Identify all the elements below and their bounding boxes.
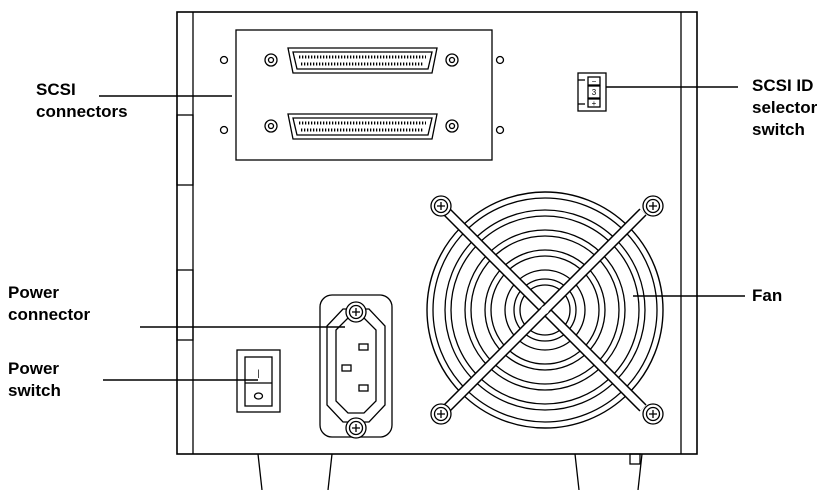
label-power-connector: Power connector — [8, 282, 90, 326]
label-scsi-id-line-1: SCSI ID — [752, 76, 814, 95]
scsi-connector-bottom — [264, 113, 459, 140]
scsi-id-plus-glyph: + — [592, 99, 597, 108]
label-fan-text: Fan — [752, 286, 783, 305]
scsi-id-value: 3 — [592, 88, 597, 97]
label-power-connector-line-1: Power — [8, 283, 60, 302]
fan-screw-top-left — [430, 195, 452, 217]
scsi-connector-top — [264, 47, 459, 74]
power-switch: | — [236, 349, 281, 413]
label-scsi-connectors: SCSI connectors — [36, 79, 128, 123]
scsi-id-minus-glyph: − — [592, 77, 597, 86]
label-scsi-connectors-line-1: SCSI — [36, 80, 76, 99]
label-scsi-id-selector-switch: SCSI ID selector switch — [752, 75, 817, 141]
label-scsi-id-line-3: switch — [752, 120, 805, 139]
fan-screw-bottom-right — [642, 403, 664, 425]
power-connector — [319, 294, 393, 439]
label-power-switch-line-1: Power — [8, 359, 60, 378]
scsi-id-selector-switch: − 3 + — [577, 72, 607, 112]
fan-assembly — [426, 191, 664, 429]
leader-lines — [99, 86, 745, 381]
label-scsi-id-line-2: selector — [752, 98, 818, 117]
scsi-connector-plate — [219, 29, 505, 161]
fan-screw-bottom-left — [430, 403, 452, 425]
label-fan: Fan — [752, 285, 782, 307]
label-power-switch: Power switch — [8, 358, 61, 402]
label-power-switch-line-2: switch — [8, 381, 61, 400]
label-scsi-connectors-line-2: connectors — [36, 102, 128, 121]
power-switch-on-mark: | — [257, 368, 259, 378]
label-power-connector-line-2: connector — [8, 305, 91, 324]
fan-screw-top-right — [642, 195, 664, 217]
